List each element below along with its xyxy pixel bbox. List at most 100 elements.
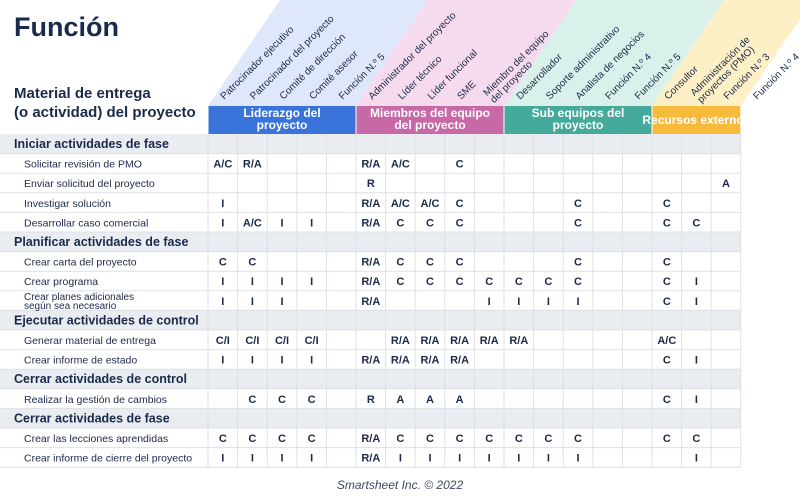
raci-cell: R/A [480, 335, 499, 347]
raci-cell: R/A [509, 335, 528, 347]
raci-cell: I [221, 296, 224, 308]
raci-cell: C [456, 217, 464, 229]
raci-cell: A/C [421, 198, 440, 210]
activity-label: Enviar solicitud del proyecto [24, 178, 155, 190]
raci-cell: A [426, 394, 434, 406]
raci-cell: C [485, 433, 493, 445]
raci-cell: I [221, 276, 224, 288]
row-header-label: Material de entrega (o actividad) del pr… [14, 84, 196, 122]
group-fan-bg [652, 0, 800, 106]
phase-row-bg [0, 369, 741, 389]
raci-cell: I [310, 217, 313, 229]
raci-cell: I [280, 355, 283, 367]
raci-cell: A/C [243, 217, 262, 229]
group-fan-bg [356, 0, 576, 106]
activity-label: Crear informe de cierre del proyecto [24, 453, 192, 465]
raci-cell: R/A [361, 355, 380, 367]
phase-label: Iniciar actividades de fase [14, 137, 169, 151]
raci-cell: I [251, 453, 254, 465]
raci-cell: I [488, 453, 491, 465]
raci-cell: C [574, 257, 582, 269]
raci-cell: C [308, 394, 316, 406]
group-header-bar [504, 106, 652, 134]
raci-cell: C [692, 433, 700, 445]
footer-copyright: Smartsheet Inc. © 2022 [336, 478, 464, 492]
raci-cell: C [426, 257, 434, 269]
raci-cell: I [251, 276, 254, 288]
group-header-label: del proyecto [394, 118, 465, 132]
phase-label: Ejecutar actividades de control [14, 313, 199, 327]
group-header-label: Recursos externos [642, 113, 750, 127]
raci-cell: I [310, 276, 313, 288]
raci-cell: A/C [391, 159, 410, 171]
raci-cell: C [544, 433, 552, 445]
raci-cell: C [456, 433, 464, 445]
raci-cell: I [251, 355, 254, 367]
raci-cell: C [456, 159, 464, 171]
page-title: Función [14, 12, 119, 42]
phase-row-bg [0, 134, 741, 154]
group-header-label: Liderazgo del [243, 106, 320, 120]
raci-cell: R [367, 394, 375, 406]
raci-cell: I [576, 296, 579, 308]
raci-cell: C [663, 198, 671, 210]
raci-cell: C [426, 276, 434, 288]
raci-cell: C [426, 433, 434, 445]
raci-cell: R/A [391, 355, 410, 367]
raci-cell: C [426, 217, 434, 229]
activity-label: Desarrollar caso comercial [24, 217, 148, 229]
raci-cell: I [280, 276, 283, 288]
raci-cell: I [221, 453, 224, 465]
raci-cell: C [515, 433, 523, 445]
raci-cell: C [663, 276, 671, 288]
raci-cell: A/C [213, 159, 232, 171]
raci-cell: C [219, 433, 227, 445]
raci-cell: C [396, 257, 404, 269]
group-header-bar [652, 106, 741, 134]
raci-cell: A [722, 178, 730, 190]
group-header-label: Sub equipos del [532, 106, 625, 120]
group-header-label: proyecto [553, 118, 604, 132]
raci-cell: R/A [391, 335, 410, 347]
raci-cell: I [280, 453, 283, 465]
phase-row-bg [0, 232, 741, 252]
activity-label: Investigar solución [24, 198, 111, 210]
raci-cell: C [248, 433, 256, 445]
raci-cell: C [396, 433, 404, 445]
activity-label: Realizar la gestión de cambios [24, 394, 167, 406]
raci-cell: C [663, 355, 671, 367]
raci-cell: C [663, 257, 671, 269]
row-header-line2: (o actividad) del proyecto [14, 104, 196, 121]
raci-cell: I [695, 453, 698, 465]
phase-row-bg [0, 408, 741, 428]
raci-cell: C [692, 217, 700, 229]
group-header-label: Miembros del equipo [370, 106, 490, 120]
raci-cell: I [695, 355, 698, 367]
raci-cell: C [248, 394, 256, 406]
raci-cell: C [456, 276, 464, 288]
raci-cell: C [515, 276, 523, 288]
group-header-bar [356, 106, 504, 134]
phase-label: Planificar actividades de fase [14, 235, 188, 249]
group-fan-bg [504, 0, 724, 106]
raci-cell: C [278, 433, 286, 445]
raci-cell: C/I [216, 335, 230, 347]
raci-cell: A [396, 394, 404, 406]
raci-cell: R/A [243, 159, 262, 171]
raci-cell: C/I [245, 335, 259, 347]
raci-cell: C/I [275, 335, 289, 347]
raci-cell: C [456, 257, 464, 269]
raci-cell: C [574, 276, 582, 288]
raci-cell: C [396, 217, 404, 229]
raci-cell: A/C [391, 198, 410, 210]
raci-cell: I [280, 296, 283, 308]
raci-cell: C [544, 276, 552, 288]
phase-row-bg [0, 310, 741, 330]
activity-label: Crear informe de estado [24, 355, 137, 367]
raci-cell: I [547, 453, 550, 465]
raci-cell: C [663, 296, 671, 308]
raci-cell: C/I [305, 335, 319, 347]
raci-cell: C [485, 276, 493, 288]
activity-label: Crear programa [24, 276, 98, 288]
